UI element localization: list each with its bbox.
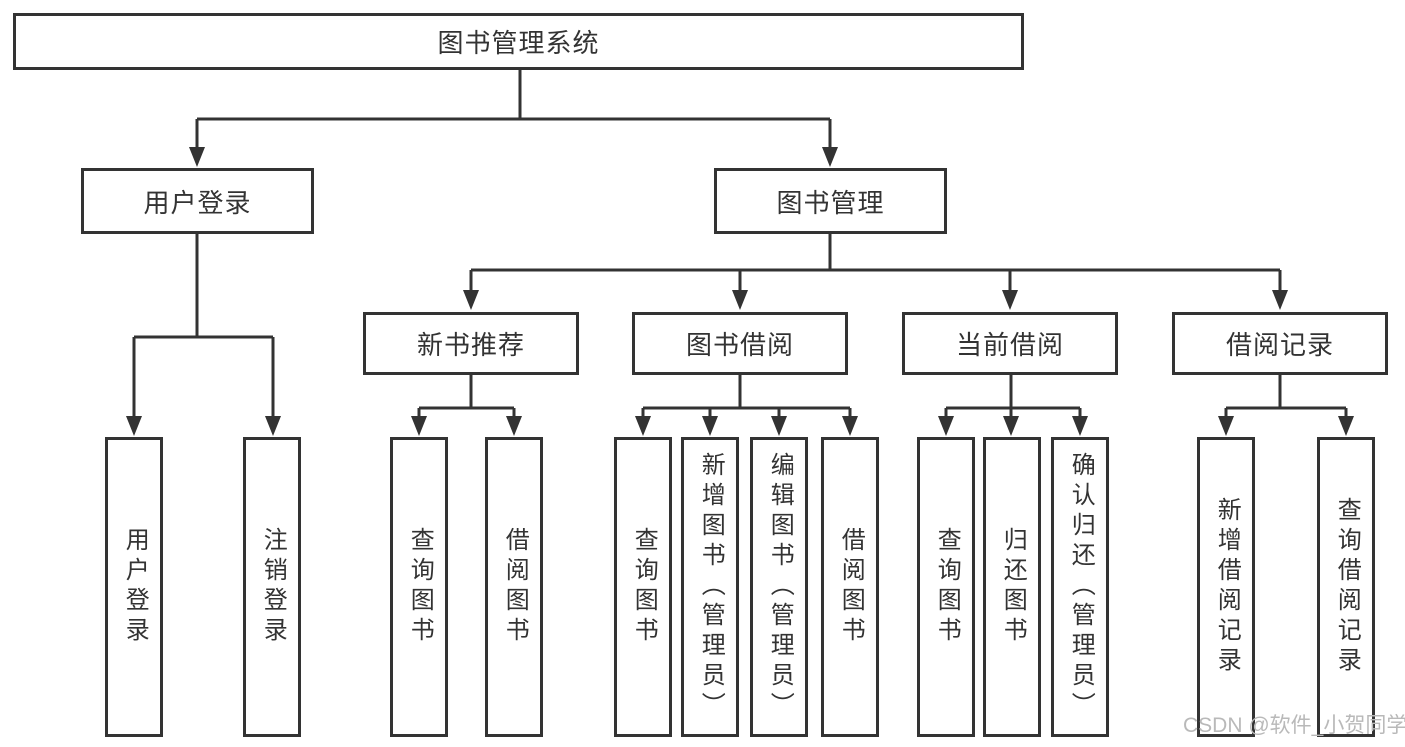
node-borrowing-records: 借阅记录 — [1172, 312, 1388, 375]
node-label: 注销登录 — [259, 527, 287, 647]
node-book-management: 图书管理 — [714, 168, 947, 234]
leaf-current-return-books: 归还图书 — [983, 437, 1041, 737]
node-label: 新增借阅记录 — [1213, 497, 1241, 677]
node-label: 借阅图书 — [837, 527, 865, 647]
node-label: 用户登录 — [121, 527, 149, 647]
node-library-system: 图书管理系统 — [13, 13, 1024, 70]
leaf-borrow-add-books-admin: 新增图书（管理员） — [681, 437, 739, 737]
node-label: 查询图书 — [630, 527, 658, 647]
leaf-newbook-borrow-books: 借阅图书 — [485, 437, 543, 737]
leaf-current-confirm-return-admin: 确认归还（管理员） — [1051, 437, 1109, 737]
leaf-user-login: 用户登录 — [105, 437, 163, 737]
node-book-borrowing: 图书借阅 — [632, 312, 848, 375]
node-label: 借阅记录 — [1225, 330, 1334, 360]
csdn-watermark: CSDN @软件_小贺同学 — [1183, 714, 1405, 737]
node-label: 查询图书 — [406, 527, 434, 647]
node-new-book-recommend: 新书推荐 — [363, 312, 579, 375]
node-label: 图书管理系统 — [437, 28, 600, 58]
leaf-records-add-record: 新增借阅记录 — [1197, 437, 1255, 737]
node-label: 图书借阅 — [685, 330, 794, 360]
leaf-borrow-borrow-books: 借阅图书 — [821, 437, 879, 737]
node-label: 查询借阅记录 — [1333, 497, 1361, 677]
node-label: 用户登录 — [143, 187, 252, 218]
node-label: 确认归还（管理员） — [1067, 452, 1095, 722]
leaf-records-query-record: 查询借阅记录 — [1317, 437, 1375, 737]
leaf-borrow-query-books: 查询图书 — [614, 437, 672, 737]
node-label: 查询图书 — [933, 527, 961, 647]
arrowheads — [126, 147, 1354, 436]
node-label: 当前借阅 — [955, 330, 1064, 360]
node-label: 归还图书 — [999, 527, 1027, 647]
node-user-login: 用户登录 — [81, 168, 314, 234]
node-label: 图书管理 — [776, 187, 885, 218]
node-label: 编辑图书（管理员） — [766, 452, 794, 722]
leaf-borrow-edit-books-admin: 编辑图书（管理员） — [750, 437, 808, 737]
leaf-newbook-query-books: 查询图书 — [390, 437, 448, 737]
leaf-logout-login: 注销登录 — [243, 437, 301, 737]
node-label: 新书推荐 — [416, 330, 525, 360]
node-label: 借阅图书 — [501, 527, 529, 647]
node-label: 新增图书（管理员） — [697, 452, 725, 722]
node-current-borrowing: 当前借阅 — [902, 312, 1118, 375]
leaf-current-query-books: 查询图书 — [917, 437, 975, 737]
